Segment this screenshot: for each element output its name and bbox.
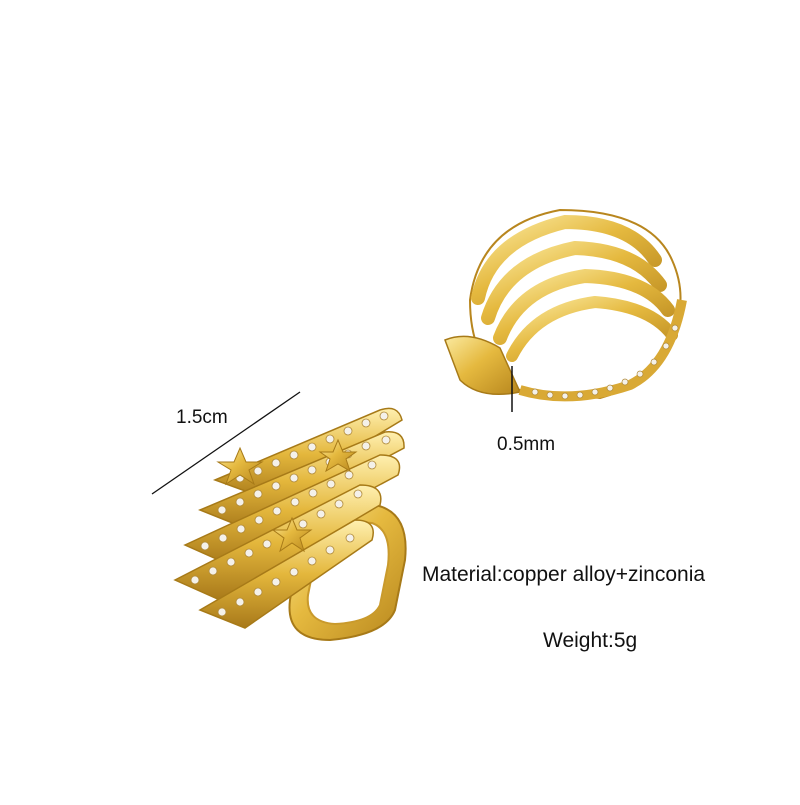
weight-text: Weight:5g — [543, 629, 638, 652]
length-dimension-line — [151, 391, 301, 495]
thickness-label: 0.5mm — [497, 434, 556, 455]
material-text: Material:copper alloy+zinconia — [422, 563, 706, 586]
left-earring — [173, 407, 407, 642]
right-earring — [444, 208, 687, 402]
length-label: 1.5cm — [176, 407, 228, 428]
star-accents — [216, 438, 358, 553]
